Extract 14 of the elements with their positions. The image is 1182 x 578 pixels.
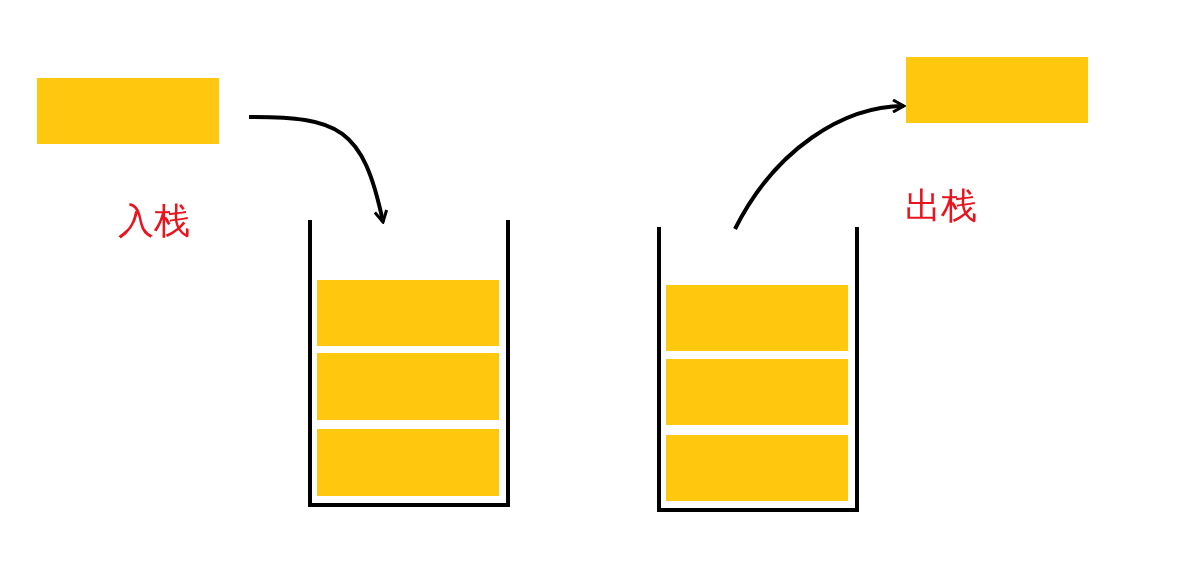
caption-text: 出栈: [905, 188, 977, 224]
stack-item: [666, 435, 848, 501]
stack-item: [666, 359, 848, 425]
stack-item: [37, 78, 219, 144]
stack-container: [308, 220, 510, 507]
stack-item: [906, 57, 1088, 123]
curved-arrow: [733, 99, 906, 230]
stack-item: [317, 429, 499, 496]
caption-text: 入栈: [118, 203, 190, 239]
stack-item: [317, 280, 499, 346]
stack-item: [317, 353, 499, 420]
stack-container: [657, 227, 859, 512]
curved-arrow: [248, 115, 388, 224]
stack-item: [666, 285, 848, 351]
